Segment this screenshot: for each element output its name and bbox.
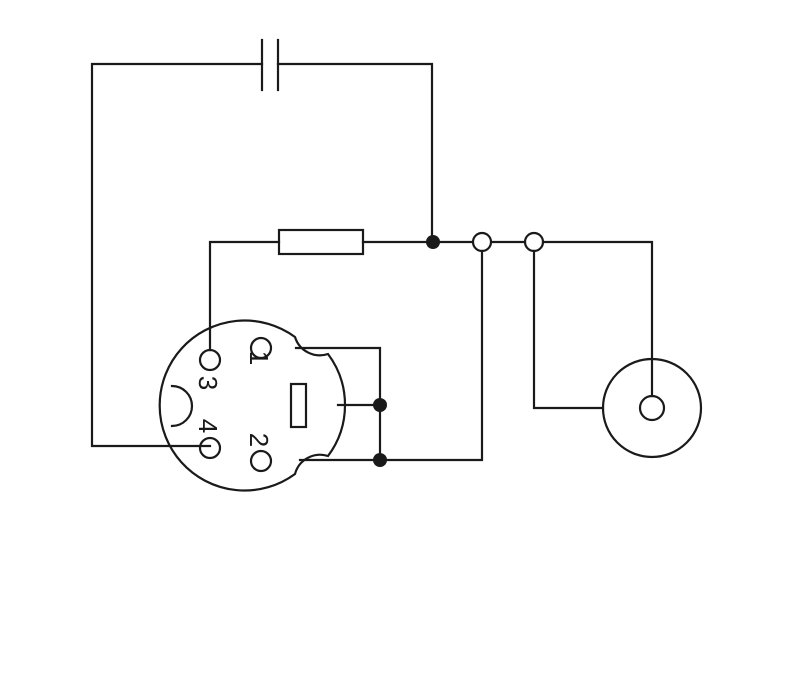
jack-center-pin <box>638 394 666 422</box>
din-pin-label-1: 1 <box>244 351 274 365</box>
din-pin-1 <box>249 336 273 360</box>
din-pin-2 <box>249 449 273 473</box>
open-terminal-1 <box>471 231 493 253</box>
din-connector-center-slot <box>289 382 308 429</box>
junction-dot-top <box>426 235 440 249</box>
wire-terminal1-return <box>378 249 484 462</box>
wire-terminal2-to-jack <box>532 249 605 410</box>
resistor <box>277 228 365 256</box>
din-pin-label-4: 4 <box>193 419 223 433</box>
wire-to-jack-center <box>541 240 654 398</box>
din-pin-label-2: 2 <box>244 433 274 447</box>
din-connector-key-notch <box>170 384 194 428</box>
din-connector-body <box>158 319 347 492</box>
din-pin-4 <box>198 436 222 460</box>
junction-dot-middle <box>373 398 387 412</box>
din-pin-label-3: 3 <box>193 376 223 390</box>
jack-outer-ring <box>601 357 703 459</box>
wire-capacitor-right <box>276 62 434 244</box>
junction-dot-bottom <box>373 453 387 467</box>
wire-pin1-to-bus <box>294 346 382 462</box>
wire-capacitor-left <box>90 62 264 448</box>
din-pin-3 <box>198 348 222 372</box>
open-terminal-2 <box>523 231 545 253</box>
wire-pin3-to-resistor <box>208 240 281 352</box>
